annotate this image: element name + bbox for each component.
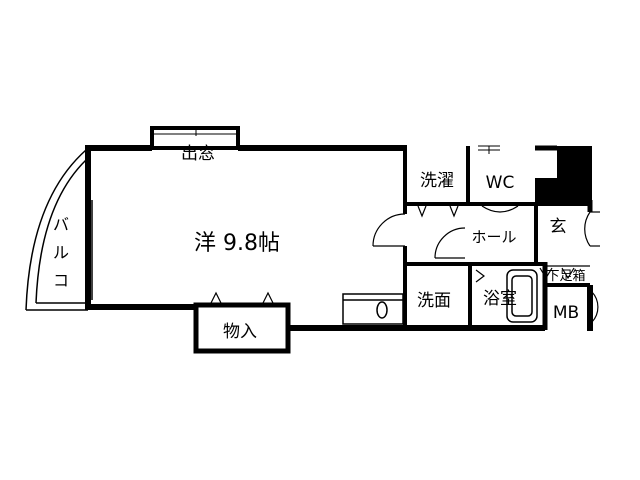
bay-window-label: 出窓: [181, 144, 215, 164]
laundry-label: 洗濯: [420, 171, 454, 191]
bay-window: [150, 126, 240, 150]
storage-label: 物入: [223, 322, 257, 342]
storage: [193, 291, 291, 354]
bathroom-label: 浴室: [483, 289, 517, 309]
bathtub: [506, 269, 538, 323]
balcony-label-1: バ: [53, 215, 69, 234]
interior-walls: [403, 146, 592, 330]
western-room-label: 洋 9.8帖: [194, 231, 280, 256]
balcony-label-3: コ: [53, 271, 69, 290]
toilet-label: WC: [486, 173, 515, 193]
shoe-cabinet-label: 下足箱: [546, 268, 585, 284]
meter-box-label: MB: [553, 303, 579, 323]
exterior-walls: [85, 145, 593, 331]
entrance-label: 玄: [550, 217, 567, 237]
door-swings: [372, 205, 600, 323]
hall-label: ホール: [471, 228, 516, 246]
balcony-label-2: ル: [53, 243, 69, 262]
balcony: [25, 149, 93, 311]
washroom-label: 洗面: [417, 291, 451, 311]
